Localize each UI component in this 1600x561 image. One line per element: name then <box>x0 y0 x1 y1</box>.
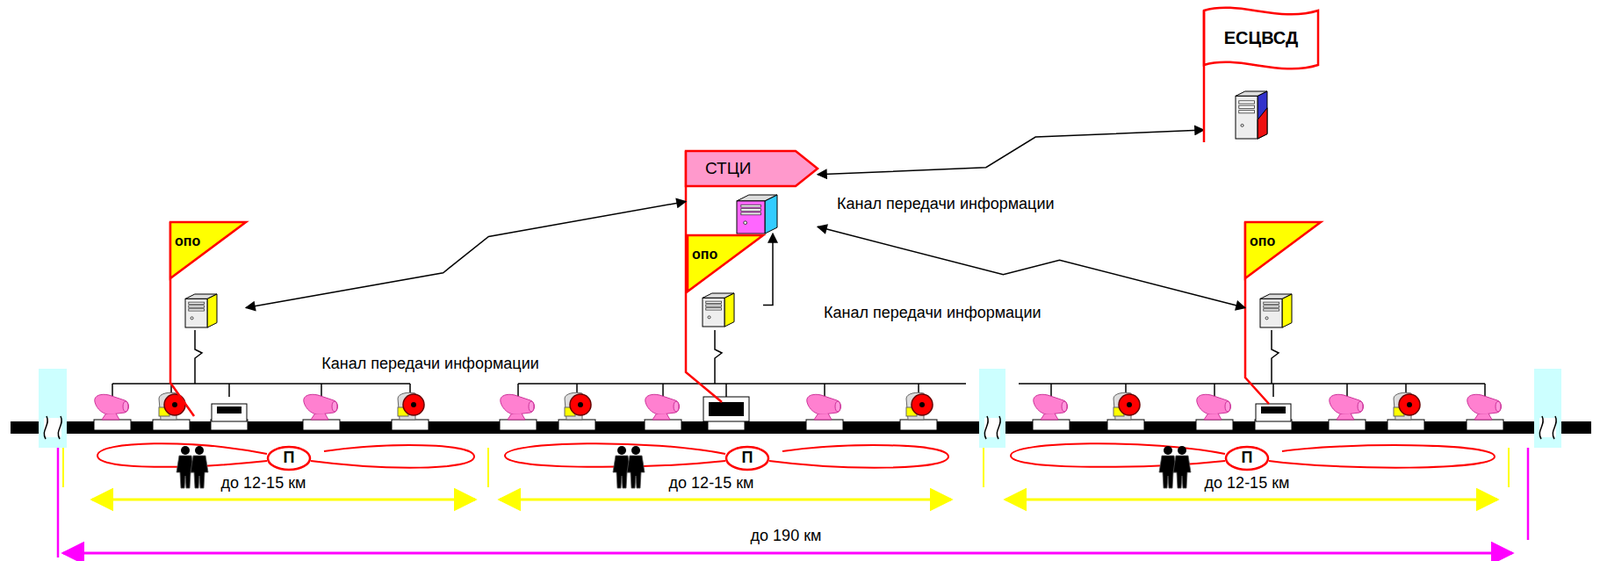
info-channel <box>817 226 1246 308</box>
video-camera <box>94 394 130 420</box>
total-dimension <box>63 552 1513 555</box>
info-channel <box>817 129 1204 175</box>
node-label: СТЦИ <box>705 159 751 179</box>
track-plate <box>1466 419 1504 431</box>
track-plate <box>900 419 937 431</box>
video-camera <box>500 394 535 420</box>
alarm-sensor <box>1113 392 1140 420</box>
segment-tick <box>982 447 985 488</box>
equipment-box <box>703 396 750 422</box>
patrol-node: П <box>266 446 311 471</box>
track-plate <box>302 419 340 431</box>
radio-link <box>1271 330 1279 384</box>
info-bus <box>518 382 966 385</box>
edge-label: Канал передачи информации <box>834 194 1058 214</box>
track-plate <box>391 419 429 431</box>
track-plate <box>1196 419 1233 431</box>
node-label: П <box>742 449 754 468</box>
segment-dimension <box>92 498 476 502</box>
track-plate <box>558 419 596 431</box>
track-plate <box>644 419 682 431</box>
track-plate <box>93 419 131 431</box>
segment-dimension <box>499 498 952 502</box>
dimension-label: до 12-15 км <box>218 474 310 493</box>
node-label: опо <box>174 233 201 250</box>
pennant-shape <box>685 151 818 187</box>
flag-shape <box>1203 7 1319 70</box>
segment-tick <box>1507 447 1510 488</box>
radio-link <box>194 330 202 384</box>
equipment-box <box>211 403 247 422</box>
dimension-label: до 12-15 км <box>666 474 757 493</box>
post-flag: опо <box>1245 222 1321 330</box>
info-bus <box>112 382 411 385</box>
video-camera <box>1467 394 1502 420</box>
track-break <box>1534 368 1562 448</box>
video-camera <box>1196 394 1232 420</box>
patrol-circle <box>726 446 769 470</box>
patrol-route <box>769 445 949 469</box>
node-label: опо <box>1249 233 1276 250</box>
track-break <box>38 368 67 448</box>
alarm-sensor <box>564 392 591 420</box>
alarm-sensor <box>906 392 933 420</box>
patrol-circle <box>1225 446 1269 470</box>
video-camera <box>1033 394 1068 420</box>
flag-shape <box>1245 222 1321 279</box>
computer-icon <box>1235 91 1268 139</box>
computer-icon <box>185 294 217 328</box>
patrol-circle <box>267 446 310 470</box>
patrol-route <box>1010 443 1226 468</box>
track-plate <box>1107 419 1145 431</box>
post-flag: опо <box>687 235 764 329</box>
node-label: П <box>1241 449 1254 468</box>
computer-icon <box>736 194 778 234</box>
post-flag: СТЦИ <box>685 149 818 234</box>
alarm-sensor <box>1393 392 1420 420</box>
computer-icon <box>702 293 735 327</box>
patrol-node: П <box>1225 446 1269 471</box>
flag-shape <box>170 222 246 279</box>
info-channel <box>763 233 773 306</box>
patrol-guard <box>627 446 645 489</box>
video-camera <box>1329 394 1364 420</box>
video-camera <box>645 394 680 420</box>
patrol-route <box>1268 445 1495 469</box>
patrol-guard <box>1173 446 1191 489</box>
patrol-route <box>310 445 475 469</box>
node-label: П <box>283 449 296 468</box>
radio-link <box>714 330 722 384</box>
video-camera <box>303 394 339 420</box>
post-flag: ЕСЦВСД <box>1203 10 1327 152</box>
patrol-node: П <box>725 446 770 471</box>
segment-tick <box>62 447 65 488</box>
alarm-sensor <box>397 392 425 420</box>
flag-shape <box>687 235 764 292</box>
equipment-box <box>1255 403 1291 422</box>
info-channel <box>245 201 686 309</box>
track-plate <box>152 419 190 431</box>
dimension-label: до 12-15 км <box>1202 474 1293 493</box>
track-plate <box>1328 419 1366 431</box>
track-plate <box>1032 419 1070 431</box>
track-break <box>979 368 1006 448</box>
track-plate <box>499 419 537 431</box>
segment-dimension <box>1005 498 1498 502</box>
computer-icon <box>1260 294 1292 328</box>
node-label: ЕСЦВСД <box>1224 28 1299 48</box>
video-camera <box>807 394 842 420</box>
post-flag: опо <box>170 222 246 330</box>
patrol-guard <box>190 446 209 489</box>
dimension-label: до 190 км <box>748 526 825 546</box>
node-label: опо <box>691 246 718 263</box>
track-plate <box>806 419 844 431</box>
edge-label: Канал передачи информации <box>821 303 1045 323</box>
track-plate <box>1387 419 1425 431</box>
segment-tick <box>487 447 490 488</box>
bus-label: Канал передачи информации <box>318 354 542 374</box>
